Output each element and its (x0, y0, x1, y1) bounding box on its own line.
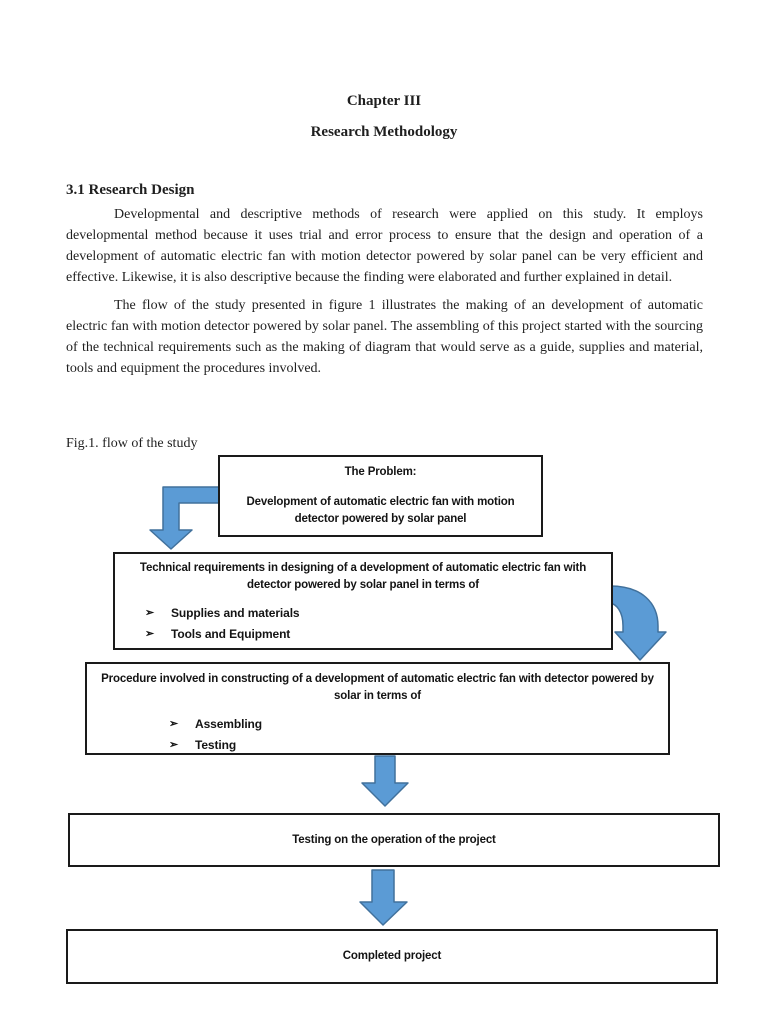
elbow-arrow-down-icon (149, 486, 223, 550)
bullet-label: Supplies and materials (171, 606, 300, 620)
bullet-list: ➢ Supplies and materials ➢ Tools and Equ… (123, 603, 603, 645)
section-heading: 3.1 Research Design (66, 182, 195, 198)
paragraph: Developmental and descriptive methods of… (66, 207, 703, 285)
figure-caption: Fig.1. flow of the study (66, 436, 198, 451)
flow-box-technical-requirements: Technical requirements in designing of a… (113, 552, 613, 650)
chapter-subtitle: Research Methodology (310, 124, 458, 140)
bullet-label: Assembling (195, 717, 263, 731)
paragraph: The flow of the study presented in figur… (66, 298, 703, 376)
bullet-item: ➢ Testing (169, 735, 658, 756)
bullet-item: ➢ Assembling (169, 714, 658, 735)
flow-box-procedure: Procedure involved in constructing of a … (85, 662, 670, 755)
bullet-label: Tools and Equipment (171, 627, 291, 641)
flow-box-text: Technical requirements in designing of a… (139, 562, 587, 591)
body-text: Developmental and descriptive methods of… (66, 204, 703, 386)
flow-box-text: Testing on the operation of the project (292, 833, 496, 846)
flow-box-problem: The Problem: Development of automatic el… (218, 455, 543, 537)
flow-box-testing: Testing on the operation of the project (68, 813, 720, 867)
bullet-list: ➢ Assembling ➢ Testing (97, 714, 658, 756)
down-arrow-icon (361, 755, 409, 807)
flow-box-text: Development of automatic electric fan wi… (246, 496, 515, 525)
bullet-label: Testing (195, 738, 237, 752)
chapter-heading: Chapter III Research Methodology (0, 93, 768, 140)
flow-box-text: Completed project (342, 950, 442, 962)
chapter-title: Chapter III (346, 93, 422, 109)
flow-box-completed: Completed project (66, 929, 718, 984)
arrowhead-bullet-icon: ➢ (169, 718, 179, 730)
arrowhead-bullet-icon: ➢ (145, 607, 155, 619)
flow-box-title: The Problem: (344, 466, 417, 478)
curved-arrow-down-icon (609, 585, 667, 661)
flow-box-text: Procedure involved in constructing of a … (101, 673, 654, 702)
arrowhead-bullet-icon: ➢ (145, 628, 155, 640)
down-arrow-icon (359, 869, 408, 926)
arrowhead-bullet-icon: ➢ (169, 739, 179, 751)
bullet-item: ➢ Supplies and materials (145, 603, 603, 624)
bullet-item: ➢ Tools and Equipment (145, 624, 603, 645)
